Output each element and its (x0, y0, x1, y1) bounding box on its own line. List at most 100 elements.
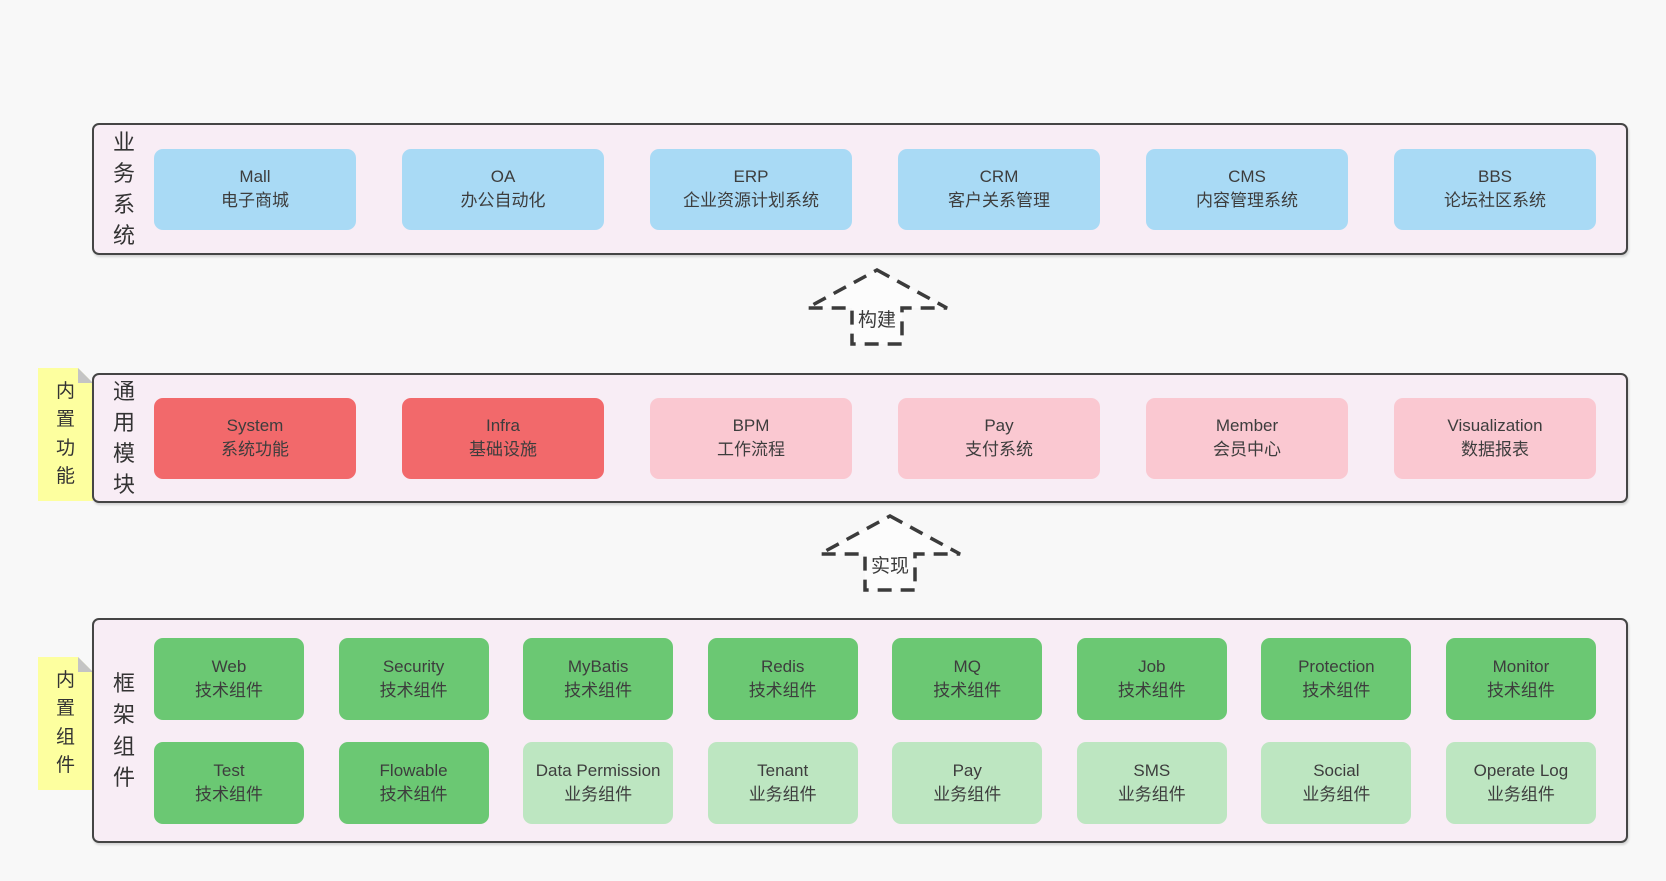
band-label-modules: 通用模块 (94, 375, 154, 501)
box-subtitle: 办公自动化 (460, 191, 546, 210)
box-title: Pay (984, 416, 1014, 436)
box-title: Infra (485, 416, 521, 436)
box-row: System 系统功能 Infra 基础设施 BPM 工作流程 Pay 支付系统… (154, 397, 1596, 479)
box-mq: MQ 技术组件 (892, 637, 1043, 720)
box-title: Operate Log (1473, 760, 1569, 780)
box-subtitle: 数据报表 (1461, 440, 1529, 459)
band-label-business: 业务系统 (94, 125, 154, 253)
box-title: System (226, 416, 284, 436)
box-title: BPM (732, 416, 770, 436)
box-infra: Infra 基础设施 (402, 397, 604, 479)
box-oa: OA 办公自动化 (402, 148, 604, 230)
box-mybatis: MyBatis 技术组件 (523, 637, 674, 720)
box-title: MQ (953, 656, 981, 676)
box-subtitle: 技术组件 (1302, 680, 1371, 700)
box-tenant: Tenant 业务组件 (707, 741, 858, 824)
box-title: Social (1313, 760, 1360, 780)
box-data-permission: Data Permission 业务组件 (523, 741, 674, 824)
box-sms: SMS 业务组件 (1076, 741, 1227, 824)
arrow-label: 实现 (867, 550, 913, 579)
box-title: Security (382, 656, 445, 676)
box-subtitle: 企业资源计划系统 (683, 191, 819, 210)
box-title: Flowable (379, 760, 448, 780)
box-mall: Mall 电子商城 (154, 148, 356, 230)
band-framework-components: 框架组件 Web 技术组件 Security 技术组件 MyBatis 技术组件… (92, 618, 1628, 843)
sticky-fold-corner (78, 368, 93, 383)
box-subtitle: 业务组件 (933, 784, 1002, 804)
box-title: CMS (1228, 167, 1266, 187)
box-subtitle: 技术组件 (933, 680, 1002, 700)
box-title: SMS (1133, 760, 1171, 780)
band-content: Mall 电子商城 OA 办公自动化 ERP 企业资源计划系统 CRM 客户关系… (154, 125, 1626, 253)
box-erp: ERP 企业资源计划系统 (650, 148, 852, 230)
sticky-text: 内置组件 (55, 669, 75, 776)
arrow-label: 构建 (854, 304, 900, 333)
box-pay-component: Pay 业务组件 (892, 741, 1043, 824)
box-test: Test 技术组件 (154, 741, 304, 824)
box-subtitle: 论坛社区系统 (1444, 191, 1546, 210)
box-subtitle: 技术组件 (748, 680, 817, 700)
box-flowable: Flowable 技术组件 (338, 741, 489, 824)
box-row-tech: Web 技术组件 Security 技术组件 MyBatis 技术组件 Redi… (154, 637, 1596, 720)
box-visualization: Visualization 数据报表 (1394, 397, 1596, 479)
box-title: Monitor (1492, 656, 1550, 676)
box-title: Test (213, 760, 245, 780)
arrow-implement: 实现 (810, 512, 970, 594)
box-subtitle: 客户关系管理 (948, 191, 1050, 210)
band-label-framework: 框架组件 (94, 620, 154, 841)
box-row-business: Test 技术组件 Flowable 技术组件 Data Permission … (154, 741, 1596, 824)
box-system: System 系统功能 (154, 397, 356, 479)
box-subtitle: 系统功能 (221, 440, 289, 459)
box-title: Web (211, 656, 247, 676)
band-common-modules: 通用模块 System 系统功能 Infra 基础设施 BPM 工作流程 Pay (92, 373, 1628, 503)
box-title: Protection (1298, 656, 1375, 676)
box-protection: Protection 技术组件 (1261, 637, 1412, 720)
sticky-note-built-in-components: 内置组件 (38, 657, 93, 790)
band-content: System 系统功能 Infra 基础设施 BPM 工作流程 Pay 支付系统… (154, 375, 1626, 501)
box-subtitle: 内容管理系统 (1196, 191, 1298, 210)
box-subtitle: 技术组件 (195, 680, 263, 700)
box-subtitle: 业务组件 (564, 784, 633, 804)
box-bbs: BBS 论坛社区系统 (1394, 148, 1596, 230)
box-subtitle: 技术组件 (379, 784, 448, 804)
box-title: Job (1138, 656, 1166, 676)
sticky-text: 内置功能 (55, 380, 75, 487)
box-title: OA (490, 167, 516, 187)
box-subtitle: 电子商城 (221, 191, 289, 210)
box-subtitle: 技术组件 (195, 784, 263, 804)
box-title: Redis (760, 656, 805, 676)
box-title: CRM (979, 167, 1019, 187)
box-bpm: BPM 工作流程 (650, 397, 852, 479)
box-web: Web 技术组件 (154, 637, 304, 720)
box-title: MyBatis (567, 656, 629, 676)
box-title: ERP (733, 167, 769, 187)
arrow-build: 构建 (797, 266, 957, 348)
box-subtitle: 业务组件 (1486, 784, 1555, 804)
box-subtitle: 技术组件 (1486, 680, 1555, 700)
sticky-note-built-in-features: 内置功能 (38, 368, 93, 501)
box-crm: CRM 客户关系管理 (898, 148, 1100, 230)
box-title: Mall (239, 167, 271, 187)
band-label-text: 业务系统 (112, 129, 135, 249)
box-subtitle: 会员中心 (1213, 440, 1281, 459)
box-subtitle: 业务组件 (748, 784, 817, 804)
box-title: Visualization (1447, 416, 1543, 436)
box-title: Member (1215, 416, 1279, 436)
box-subtitle: 技术组件 (564, 680, 633, 700)
box-title: Pay (952, 760, 982, 780)
box-subtitle: 基础设施 (469, 440, 537, 459)
band-label-text: 通用模块 (112, 378, 135, 498)
sticky-fold-corner (78, 657, 93, 672)
box-member: Member 会员中心 (1146, 397, 1348, 479)
box-subtitle: 业务组件 (1302, 784, 1371, 804)
box-security: Security 技术组件 (338, 637, 489, 720)
band-label-text: 框架组件 (112, 671, 135, 790)
box-job: Job 技术组件 (1076, 637, 1227, 720)
box-operate-log: Operate Log 业务组件 (1445, 741, 1596, 824)
box-subtitle: 工作流程 (717, 440, 785, 459)
box-redis: Redis 技术组件 (707, 637, 858, 720)
box-subtitle: 技术组件 (1117, 680, 1186, 700)
band-business-systems: 业务系统 Mall 电子商城 OA 办公自动化 ERP 企业资源计划系统 CRM (92, 123, 1628, 255)
box-title: Data Permission (535, 760, 661, 780)
